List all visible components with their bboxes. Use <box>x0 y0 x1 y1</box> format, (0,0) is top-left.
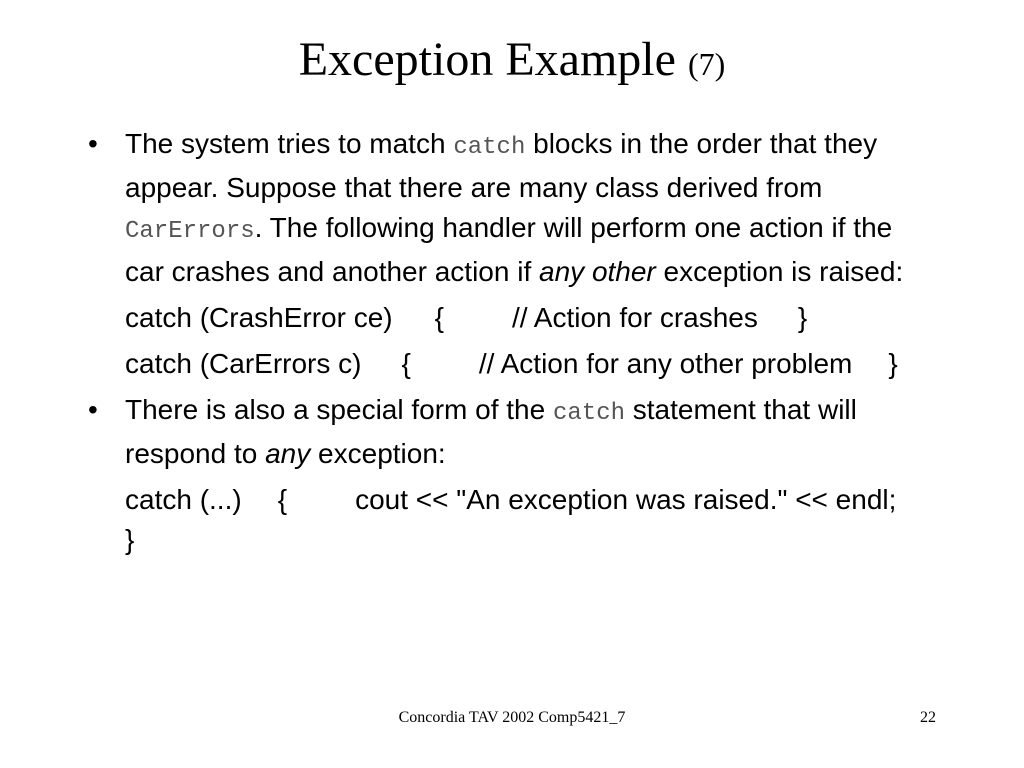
bullet-marker: • <box>88 394 98 425</box>
bullet-marker: • <box>88 128 98 159</box>
footer-text: Concordia TAV 2002 Comp5421_7 <box>398 709 626 726</box>
slide-title: Exception Example (7) <box>0 30 1024 94</box>
text-segment: The system tries to match <box>125 128 454 159</box>
text-segment: . The following handler will perform one… <box>125 212 893 287</box>
bullet-text: There is also a special form of the catc… <box>125 390 938 474</box>
code-line-close-brace: } <box>125 524 135 555</box>
code-line: catch (CrashError ce) { // Action for cras… <box>88 298 938 338</box>
code-keyword: catch <box>552 400 625 427</box>
code-line-comment: // Action for crashes <box>511 302 758 333</box>
code-line-statement: cout << "An exception was raised." << en… <box>355 484 897 515</box>
text-segment: There is also a special form of the <box>125 394 553 425</box>
code-line-head: catch (CarErrors c) <box>125 348 362 379</box>
emphasis-text: any other <box>539 256 656 287</box>
text-segment: exception: <box>310 438 446 469</box>
code-line-close-brace: } <box>888 348 898 379</box>
code-line-head: catch (...) <box>125 484 242 515</box>
title-suffix: (7) <box>687 46 726 82</box>
code-line-head: catch (CrashError ce) <box>125 302 393 333</box>
title-text: Exception Example <box>298 33 676 86</box>
bullet-item: • The system tries to match catch blocks… <box>88 124 938 292</box>
code-line: catch (...) { cout << "An exception was ra… <box>88 480 938 560</box>
emphasis-text: any <box>265 438 311 469</box>
text-segment: blocks in the order that they appear. Su… <box>125 128 878 203</box>
bullet-text: The system tries to match catch blocks i… <box>125 124 938 292</box>
text-segment: statement that will respond to <box>125 394 857 469</box>
bullet-item: • There is also a special form of the ca… <box>88 390 938 474</box>
code-line-open-brace: { <box>434 302 444 333</box>
code-line-close-brace: } <box>797 302 808 333</box>
code-line-comment: // Action for any other problem <box>478 348 853 379</box>
text-segment: exception is raised: <box>655 256 904 287</box>
code-keyword: catch <box>453 134 526 161</box>
code-line: catch (CarErrors c) { // Action for any ot… <box>88 344 938 384</box>
code-classname: CarErrors <box>125 218 255 245</box>
code-line-open-brace: { <box>401 348 411 379</box>
page-number: 22 <box>920 709 936 726</box>
slide-body: • The system tries to match catch blocks… <box>88 124 938 566</box>
code-line-open-brace: { <box>277 484 288 515</box>
